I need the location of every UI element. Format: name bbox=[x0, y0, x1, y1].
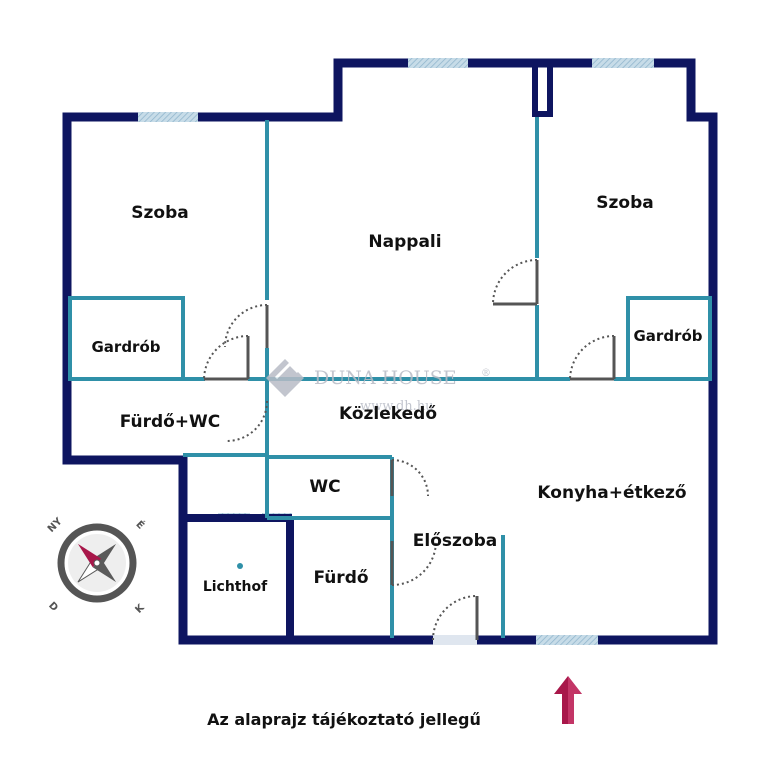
window-konyha bbox=[536, 635, 598, 645]
window-nappali bbox=[408, 58, 468, 68]
lichthof-walls bbox=[186, 514, 294, 638]
compass-icon: NY É D K bbox=[46, 516, 148, 616]
compass-label-e: É bbox=[133, 518, 147, 532]
chimney bbox=[532, 61, 553, 117]
watermark-registered: ® bbox=[481, 368, 491, 379]
room-label-furdo-wc: Fürdő+WC bbox=[120, 412, 221, 432]
room-label-eloszoba: Előszoba bbox=[413, 531, 497, 551]
caption: Az alaprajz tájékoztató jellegű bbox=[207, 710, 481, 729]
room-label-szoba-left: Szoba bbox=[131, 203, 188, 223]
door-swings bbox=[203, 259, 615, 641]
window-szoba-right bbox=[592, 58, 654, 68]
entrance-door-opening bbox=[433, 635, 477, 645]
room-label-gardrob-left: Gardrób bbox=[91, 338, 160, 356]
windows bbox=[138, 58, 654, 645]
outer-walls bbox=[62, 58, 718, 645]
compass-label-ny: NY bbox=[46, 516, 65, 535]
window-szoba-left bbox=[138, 112, 198, 122]
compass-label-k: K bbox=[133, 602, 147, 616]
room-label-wc: WC bbox=[309, 477, 340, 497]
room-label-furdo: Fürdő bbox=[313, 568, 368, 588]
room-label-kozlekedo: Közlekedő bbox=[339, 404, 437, 424]
room-label-konyha: Konyha+étkező bbox=[537, 483, 686, 503]
room-label-nappali: Nappali bbox=[368, 232, 441, 252]
watermark-url: www.dh.hu bbox=[360, 399, 434, 414]
room-label-szoba-right: Szoba bbox=[596, 193, 653, 213]
up-arrow-icon bbox=[554, 676, 582, 724]
watermark-brand: DUNA HOUSE bbox=[314, 367, 457, 389]
room-label-gardrob-right: Gardrób bbox=[633, 327, 702, 345]
lichthof-marker bbox=[237, 563, 243, 569]
compass-label-d: D bbox=[46, 600, 60, 614]
door-leaves bbox=[204, 260, 616, 640]
watermark: DUNA HOUSE ® www.dh.hu bbox=[266, 359, 491, 414]
duna-house-logo-icon bbox=[266, 359, 304, 397]
room-label-lichthof: Lichthof bbox=[203, 579, 268, 595]
